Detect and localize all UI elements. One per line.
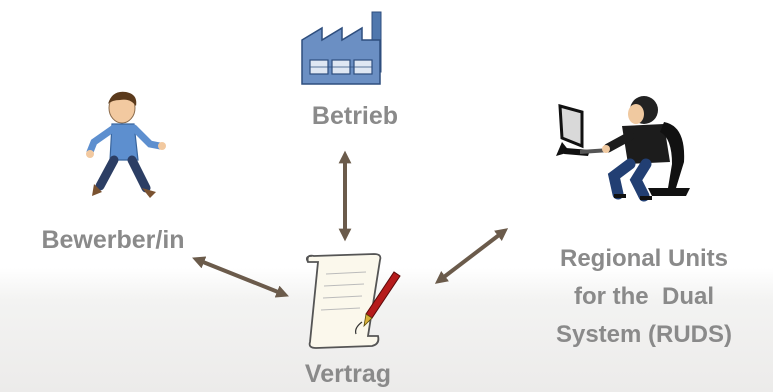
arrow-ruds-vertrag bbox=[434, 228, 509, 284]
arrow-bewerber-vertrag bbox=[192, 256, 289, 298]
contract-scroll-icon bbox=[305, 253, 401, 349]
label-ruds-line-1: Regional Units bbox=[559, 245, 728, 272]
label-ruds: Regional Units for the Dual System (RUDS… bbox=[518, 240, 770, 354]
label-ruds-line-3: System (RUDS) bbox=[555, 321, 733, 348]
label-bewerber: Bewerber/in bbox=[41, 226, 185, 254]
label-betrieb: Betrieb bbox=[311, 102, 399, 130]
person-at-computer-icon bbox=[556, 96, 690, 202]
label-ruds-line-2: for the Dual bbox=[573, 283, 714, 310]
label-vertrag: Vertrag bbox=[304, 360, 392, 388]
factory-icon bbox=[301, 11, 382, 85]
walking-person-icon bbox=[86, 91, 166, 198]
